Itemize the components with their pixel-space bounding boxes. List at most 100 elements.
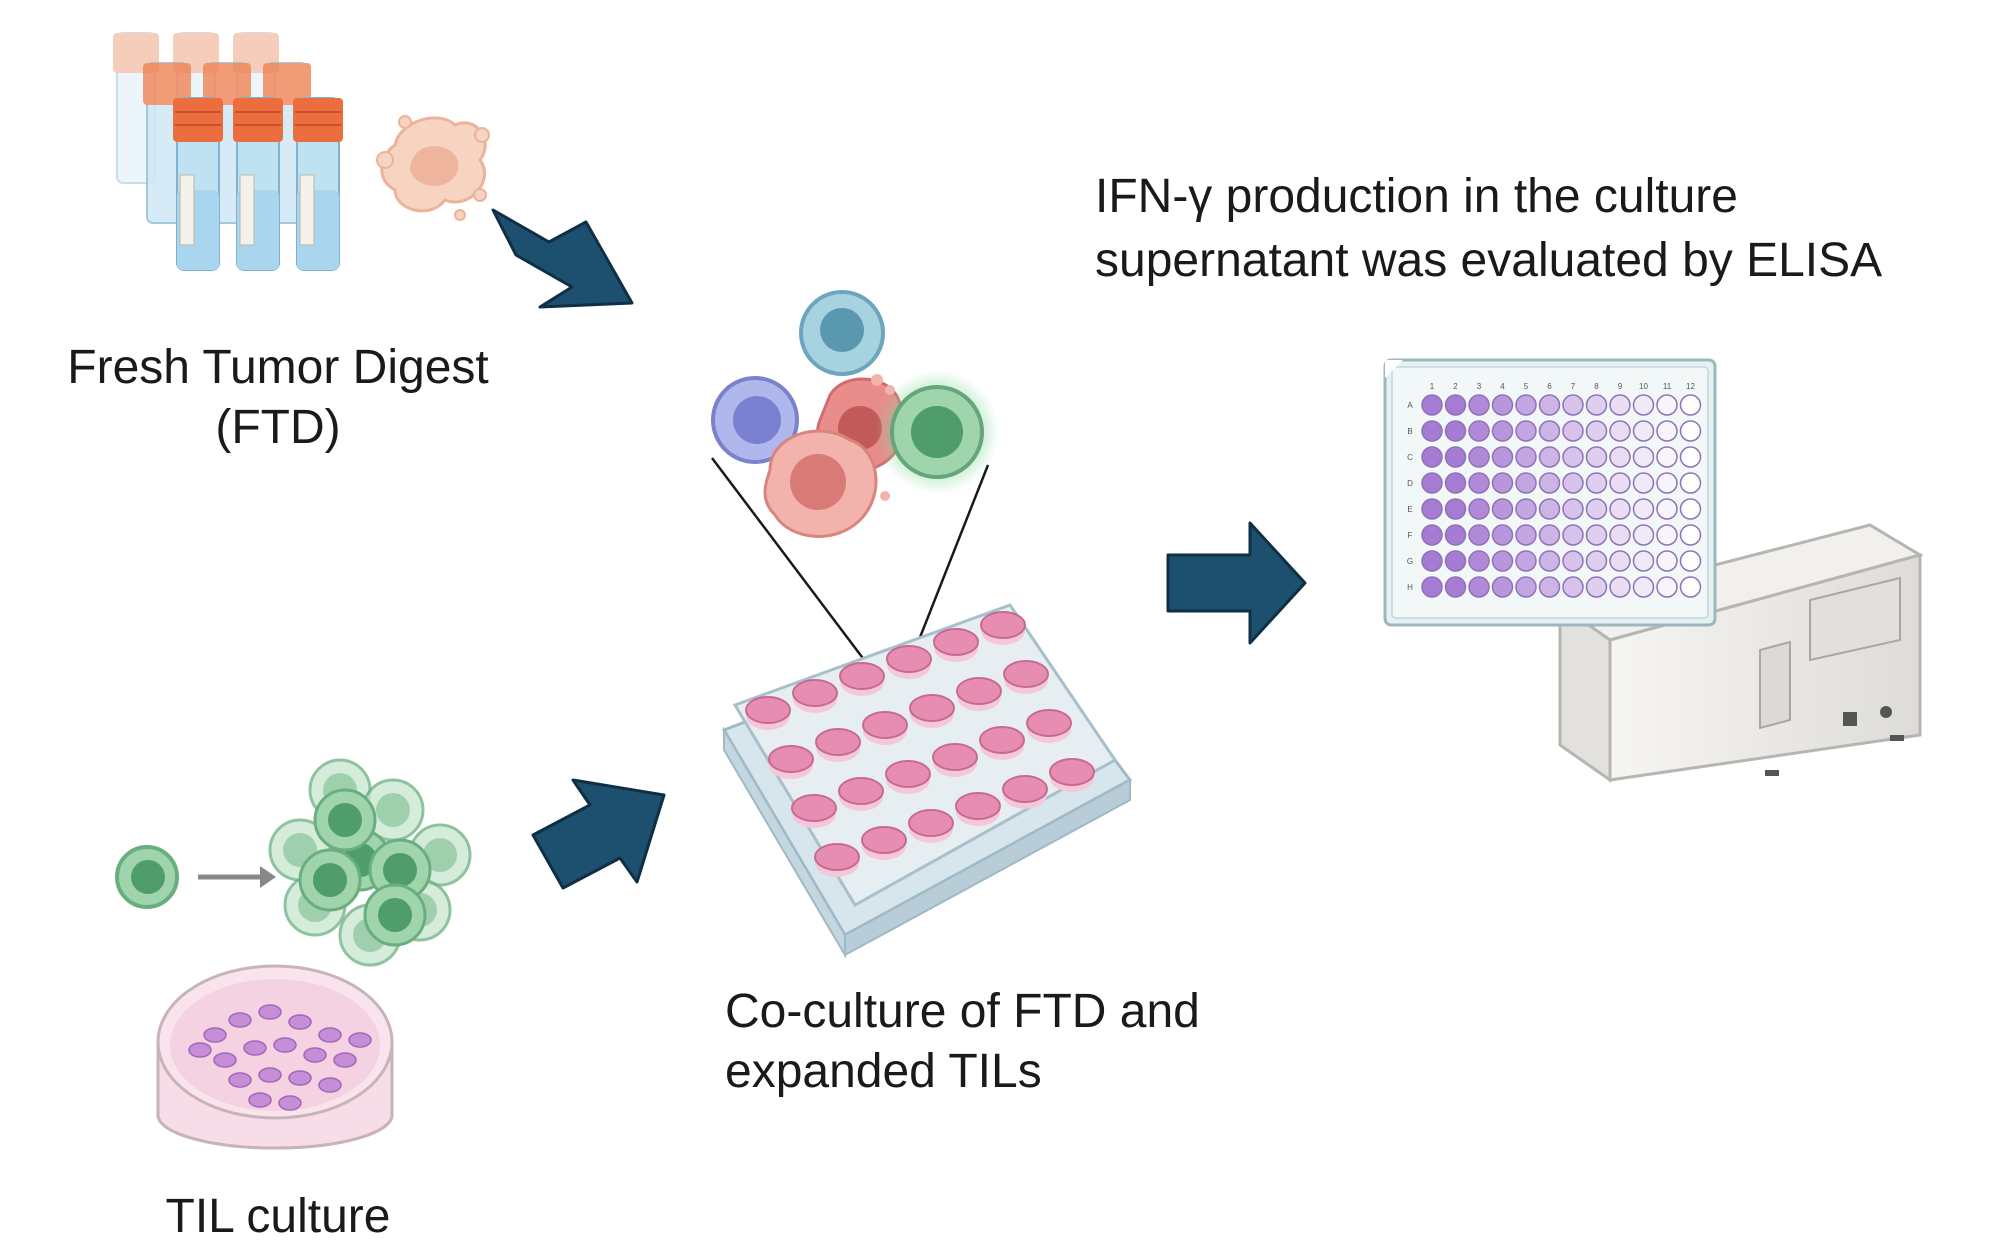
dish-cell [213,1052,237,1068]
elisa-well [1444,524,1467,546]
elisa-well [1679,576,1702,598]
plate-column-label: 12 [1686,382,1695,391]
elisa-well [1656,394,1678,416]
elisa-well [1609,550,1631,572]
dish-cell [333,1052,357,1068]
elisa-well [1679,498,1702,520]
elisa-well [1632,472,1655,494]
tumor-fragment-icon [376,115,490,221]
elisa-well [1515,576,1537,598]
culture-well-top [908,809,954,837]
plate-column-label: 6 [1547,382,1552,391]
elisa-well [1515,498,1537,520]
elisa-well [1538,576,1561,598]
elisa-well [1632,524,1655,546]
elisa-well [1444,420,1467,442]
plate-row-label: A [1407,401,1413,410]
til-cell-nucleus [328,803,362,837]
arrow-til-to-coculture [531,778,666,890]
dish-cell [318,1027,342,1043]
elisa-well [1585,550,1608,572]
plate-row-label: F [1408,531,1413,540]
ftd-label-line2: (FTD) [215,401,340,454]
elisa-well [1468,498,1490,520]
culture-well-top [839,662,885,690]
plate-column-label: 5 [1524,382,1529,391]
petri-dish-icon [156,964,394,1150]
elisa-well [1585,446,1608,468]
dish-cell [288,1014,312,1030]
culture-well-top [838,777,884,805]
coculture-label-line1: Co-culture of FTD and [725,985,1200,1038]
elisa-well [1444,576,1467,598]
elisa-well [1679,420,1702,442]
elisa-well [1421,498,1443,520]
elisa-well [1656,576,1678,598]
expansion-arrow-icon [260,866,276,888]
dish-cell [288,1070,312,1086]
elisa-well [1585,498,1608,520]
plate-row-label: D [1407,479,1413,488]
elisa-well [1421,472,1443,494]
til-cell-nucleus [423,838,457,872]
culture-well-top [955,792,1001,820]
plate-column-label: 2 [1453,382,1458,391]
elisa-well [1609,498,1631,520]
elisa-well [1538,446,1561,468]
elisa-well [1679,394,1702,416]
plate-column-label: 10 [1639,382,1648,391]
dish-cell [248,1092,272,1108]
elisa-well [1444,550,1467,572]
elisa-well [1538,498,1561,520]
elisa-well [1421,446,1443,468]
elisa-well [1491,498,1514,520]
culture-well-top [909,694,955,722]
elisa-well [1585,524,1608,546]
culture-well-top [815,728,861,756]
elisa-well [1656,550,1678,572]
elisa-well [1468,550,1490,572]
dish-cell [203,1027,227,1043]
dish-cell [278,1095,302,1111]
culture-well-top [886,645,932,673]
elisa-well [1562,524,1584,546]
elisa-well [1468,472,1490,494]
elisa-well [1609,472,1631,494]
elisa-well [1609,394,1631,416]
til-expansion [115,758,472,967]
elisa-well [1609,420,1631,442]
elisa-well [1421,420,1443,442]
culture-well-top [861,826,907,854]
plate-row-label: H [1407,583,1413,592]
elisa-well [1491,420,1514,442]
plate-column-label: 7 [1571,382,1576,391]
culture-well-top [745,696,791,724]
elisa-well [1632,550,1655,572]
elisa-well [1515,446,1537,468]
elisa-well [1468,524,1490,546]
til-cell-nucleus [383,853,417,887]
plate-row-label: C [1407,453,1413,462]
culture-well-top [933,628,979,656]
til-cell-nucleus [376,793,410,827]
elisa-well [1562,420,1584,442]
coculture-cells [711,290,999,666]
dish-cell [348,1032,372,1048]
coculture-label-line2: expanded TILs [725,1045,1042,1098]
culture-well-top [791,794,837,822]
elisa-well [1468,394,1490,416]
plate-column-label: 1 [1430,382,1435,391]
elisa-well [1538,524,1561,546]
dish-cell [318,1077,342,1093]
elisa-well [1562,394,1584,416]
arrow-coculture-to-elisa [1166,521,1307,645]
elisa-well [1656,446,1678,468]
til-cell-nucleus [313,863,347,897]
elisa-well [1515,524,1537,546]
elisa-well [1679,550,1702,572]
elisa-well [1609,446,1631,468]
plate-column-label: 8 [1594,382,1599,391]
elisa-well [1585,420,1608,442]
